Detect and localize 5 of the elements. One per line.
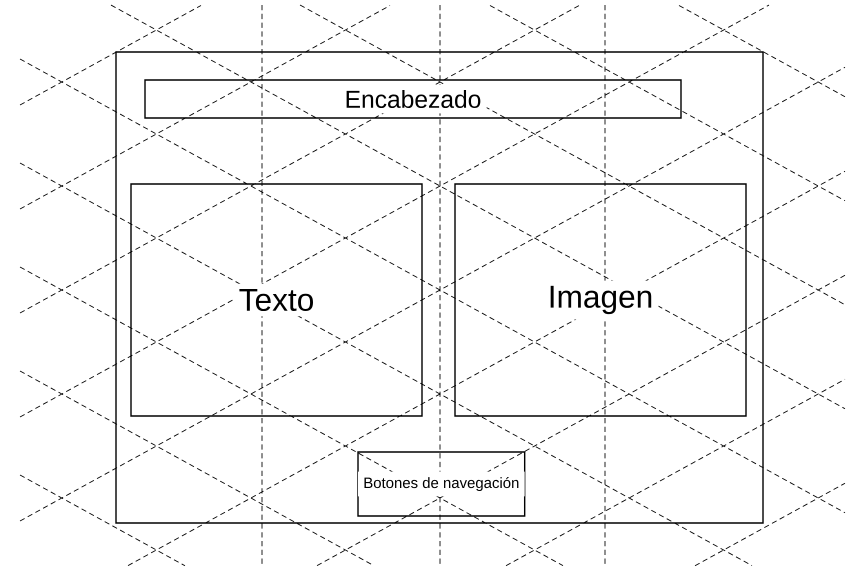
content-box: Encabezado [144,79,682,119]
content-box: Texto [130,183,423,417]
frame-box [115,51,764,524]
content-box: Botones de navegación [357,451,526,517]
content-box: Imagen [454,183,747,417]
